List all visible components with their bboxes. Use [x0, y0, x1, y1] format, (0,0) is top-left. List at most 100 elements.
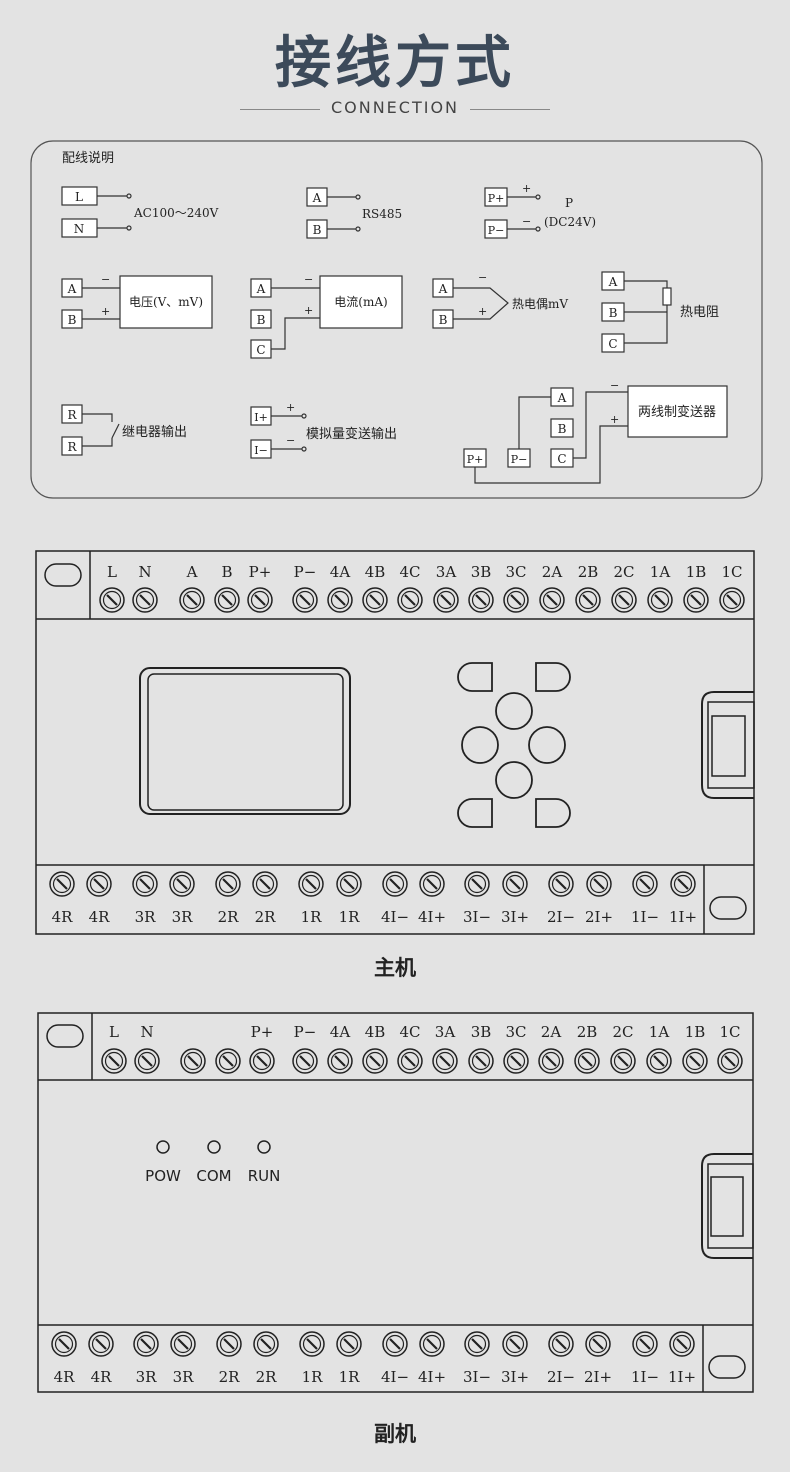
- sub-top-terminal-screw[interactable]: [249, 1048, 275, 1074]
- sub-top-terminal-screw-slot: [137, 1051, 157, 1071]
- sub-bottom-terminal-screw[interactable]: [502, 1331, 528, 1357]
- main-top-terminal-label: L: [107, 563, 117, 581]
- key-down[interactable]: [495, 761, 533, 799]
- main-top-terminal-screw[interactable]: [503, 587, 529, 613]
- sub-bottom-terminal-screw[interactable]: [464, 1331, 490, 1357]
- sub-top-terminal-screw-slot-line: [617, 1055, 629, 1067]
- sub-top-terminal-screw[interactable]: [646, 1048, 672, 1074]
- svg-text:+: +: [522, 182, 531, 195]
- main-top-terminal-screw[interactable]: [611, 587, 637, 613]
- sub-top-terminal-screw[interactable]: [503, 1048, 529, 1074]
- main-bottom-terminal-label: 2I−: [547, 908, 575, 926]
- main-top-terminal-screw[interactable]: [647, 587, 673, 613]
- sub-bottom-terminal-screw[interactable]: [253, 1331, 279, 1357]
- sub-top-terminal-screw[interactable]: [292, 1048, 318, 1074]
- sub-bottom-terminal-screw[interactable]: [336, 1331, 362, 1357]
- sub-top-terminal-screw[interactable]: [610, 1048, 636, 1074]
- main-top-terminal-screw[interactable]: [132, 587, 158, 613]
- sub-unit-caption: 副机: [374, 1421, 416, 1446]
- sub-top-terminal-screw[interactable]: [432, 1048, 458, 1074]
- sub-top-terminal-screw[interactable]: [362, 1048, 388, 1074]
- main-top-terminal-screw-slot-line: [106, 594, 118, 606]
- sub-bottom-terminal-screw[interactable]: [632, 1331, 658, 1357]
- main-top-terminal-screw[interactable]: [247, 587, 273, 613]
- main-bottom-terminal-screw[interactable]: [502, 871, 528, 897]
- main-top-terminal-screw[interactable]: [575, 587, 601, 613]
- sub-top-terminal-screw[interactable]: [327, 1048, 353, 1074]
- key-left[interactable]: [461, 726, 499, 764]
- sub-bottom-terminal-screw[interactable]: [170, 1331, 196, 1357]
- sub-top-terminal-screw[interactable]: [468, 1048, 494, 1074]
- sub-bottom-terminal-screw-slot-line: [676, 1338, 688, 1350]
- main-top-terminal-screw[interactable]: [397, 587, 423, 613]
- main-bottom-terminal-screw[interactable]: [252, 871, 278, 897]
- key-top-right[interactable]: [535, 662, 571, 692]
- main-top-terminal-screw[interactable]: [179, 587, 205, 613]
- sub-bottom-terminal-screw[interactable]: [382, 1331, 408, 1357]
- main-bottom-terminal-screw[interactable]: [464, 871, 490, 897]
- main-top-terminal-screw[interactable]: [539, 587, 565, 613]
- sub-bottom-terminal-screw-slot-line: [426, 1338, 438, 1350]
- main-bottom-terminal-screw[interactable]: [336, 871, 362, 897]
- sub-bottom-terminal-screw[interactable]: [585, 1331, 611, 1357]
- main-bottom-terminal-screw[interactable]: [548, 871, 574, 897]
- main-top-terminal-screw-slot: [102, 590, 122, 610]
- sub-top-terminal-screw[interactable]: [134, 1048, 160, 1074]
- key-top-left[interactable]: [457, 662, 493, 692]
- key-up[interactable]: [495, 692, 533, 730]
- sub-top-terminal-screw[interactable]: [574, 1048, 600, 1074]
- sub-bottom-terminal-screw[interactable]: [419, 1331, 445, 1357]
- main-bottom-terminal-screw-slot: [218, 874, 238, 894]
- main-top-terminal-screw[interactable]: [292, 587, 318, 613]
- main-bottom-terminal-screw[interactable]: [169, 871, 195, 897]
- main-top-terminal-screw[interactable]: [468, 587, 494, 613]
- main-top-terminal-screw-slot-line: [254, 594, 266, 606]
- main-bottom-terminal-screw-slot-line: [471, 878, 483, 890]
- main-top-terminal-screw[interactable]: [719, 587, 745, 613]
- sub-top-terminal-screw[interactable]: [101, 1048, 127, 1074]
- main-bottom-terminal-screw[interactable]: [419, 871, 445, 897]
- main-top-terminal-screw[interactable]: [327, 587, 353, 613]
- analog-output-wiring: I+ I− + − 模拟量变送输出: [250, 401, 397, 459]
- main-bottom-terminal-screw[interactable]: [86, 871, 112, 897]
- main-top-terminal-screw[interactable]: [362, 587, 388, 613]
- main-bottom-terminal-screw[interactable]: [298, 871, 324, 897]
- main-bottom-terminal-screw[interactable]: [132, 871, 158, 897]
- sub-top-terminal-screw[interactable]: [397, 1048, 423, 1074]
- sub-top-terminal-screw[interactable]: [538, 1048, 564, 1074]
- main-top-terminal-screw[interactable]: [214, 587, 240, 613]
- main-bottom-terminal-screw[interactable]: [632, 871, 658, 897]
- main-bottom-terminal-screw[interactable]: [670, 871, 696, 897]
- main-bottom-terminal-screw-slot-line: [305, 878, 317, 890]
- sub-top-terminal-screw[interactable]: [682, 1048, 708, 1074]
- main-bottom-terminal-label: 1I−: [631, 908, 659, 926]
- sub-bottom-terminal-screw[interactable]: [669, 1331, 695, 1357]
- main-top-terminal-screw-slot: [614, 590, 634, 610]
- key-right[interactable]: [528, 726, 566, 764]
- key-bottom-left[interactable]: [457, 798, 493, 828]
- main-bottom-terminal-screw[interactable]: [49, 871, 75, 897]
- main-bottom-terminal-screw[interactable]: [215, 871, 241, 897]
- sub-bottom-terminal-screw[interactable]: [299, 1331, 325, 1357]
- main-bottom-terminal-screw[interactable]: [586, 871, 612, 897]
- sub-top-terminal-screw-slot-line: [724, 1055, 736, 1067]
- sub-bottom-terminal-screw[interactable]: [51, 1331, 77, 1357]
- sub-top-terminal-screw[interactable]: [717, 1048, 743, 1074]
- main-top-terminal-label: P−: [294, 563, 317, 581]
- sub-top-terminal-screw[interactable]: [180, 1048, 206, 1074]
- main-top-terminal-screw[interactable]: [683, 587, 709, 613]
- sub-bottom-terminal-screw[interactable]: [133, 1331, 159, 1357]
- sub-bottom-terminal-screw[interactable]: [548, 1331, 574, 1357]
- sub-bottom-terminal-screw[interactable]: [216, 1331, 242, 1357]
- sub-bottom-terminal-label: 4I+: [418, 1368, 446, 1386]
- main-bottom-terminal-screw-slot: [385, 874, 405, 894]
- main-bottom-terminal-label: 3R: [172, 908, 194, 926]
- main-top-terminal-screw[interactable]: [99, 587, 125, 613]
- sub-bottom-terminal-screw[interactable]: [88, 1331, 114, 1357]
- sub-top-terminal-label: L: [109, 1023, 119, 1041]
- main-top-terminal-screw[interactable]: [433, 587, 459, 613]
- main-bottom-terminal-screw[interactable]: [382, 871, 408, 897]
- sub-bottom-terminal-screw-slot: [467, 1334, 487, 1354]
- sub-top-terminal-screw[interactable]: [215, 1048, 241, 1074]
- key-bottom-right[interactable]: [535, 798, 571, 828]
